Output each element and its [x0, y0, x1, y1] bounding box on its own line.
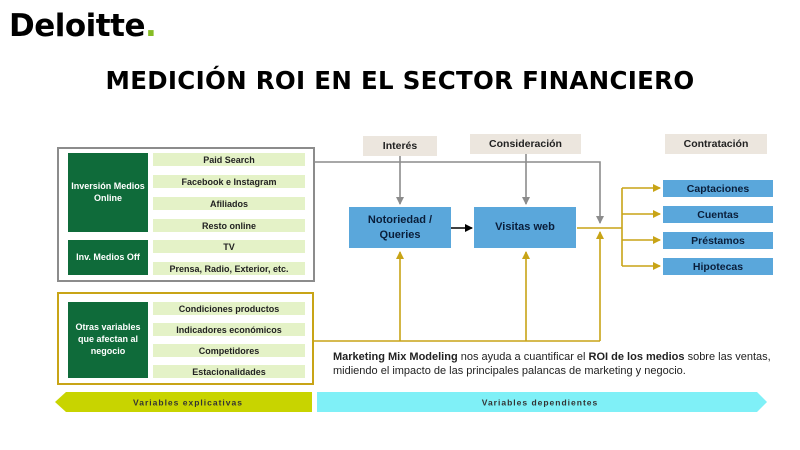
page-title: MEDICIÓN ROI EN EL SECTOR FINANCIERO: [105, 66, 695, 95]
deloitte-logo: Deloitte.: [9, 8, 157, 44]
logo-dot: .: [144, 8, 157, 44]
media-item-tv: TV: [153, 240, 305, 253]
other-group-frame: [57, 292, 314, 385]
notoriedad-box: Notoriedad / Queries: [349, 207, 451, 248]
other-variables-label: Otras variables que afectan al negocio: [68, 302, 148, 378]
stage-consideracion: Consideración: [470, 134, 581, 154]
online-media-label: Inversión Medios Online: [68, 153, 148, 232]
outcome-captaciones: Captaciones: [663, 180, 773, 197]
roi-term: ROI de los medios: [588, 351, 685, 363]
other-item-estacionalidades: Estacionalidades: [153, 365, 305, 378]
media-item-paid-search: Paid Search: [153, 153, 305, 166]
mmm-term: Marketing Mix Modeling: [333, 351, 458, 363]
mmm-text-2: sobre las ventas, midiendo el impacto de…: [333, 351, 771, 378]
media-group-frame: [57, 147, 315, 282]
media-item-resto-online: Resto online: [153, 219, 305, 232]
media-item-afiliados: Afiliados: [153, 197, 305, 210]
visitas-web-box: Visitas web: [474, 207, 576, 248]
stage-interes: Interés: [363, 136, 437, 156]
media-item-prensa: Prensa, Radio, Exterior, etc.: [153, 262, 305, 275]
dependientes-banner-label: Variables dependientes: [482, 398, 598, 408]
logo-text: Deloitte: [9, 8, 145, 44]
mmm-text-1: nos ayuda a cuantificar el: [457, 351, 589, 363]
offline-media-label: Inv. Medios Off: [68, 240, 148, 275]
stage-contratacion: Contratación: [665, 134, 767, 154]
explicativas-banner-label: Variables explicativas: [133, 398, 243, 408]
other-item-competidores: Competidores: [153, 344, 305, 357]
other-item-condiciones: Condiciones productos: [153, 302, 305, 315]
explicativas-banner-shape: [55, 392, 312, 412]
mmm-description: Marketing Mix Modeling nos ayuda a cuant…: [333, 350, 773, 379]
outcome-cuentas: Cuentas: [663, 206, 773, 223]
outcome-prestamos: Préstamos: [663, 232, 773, 249]
media-connector: [315, 161, 604, 224]
outcome-hipotecas: Hipotecas: [663, 258, 773, 275]
media-item-facebook: Facebook e Instagram: [153, 175, 305, 188]
other-item-indicadores: Indicadores económicos: [153, 323, 305, 336]
dependientes-banner-shape: [317, 392, 767, 412]
